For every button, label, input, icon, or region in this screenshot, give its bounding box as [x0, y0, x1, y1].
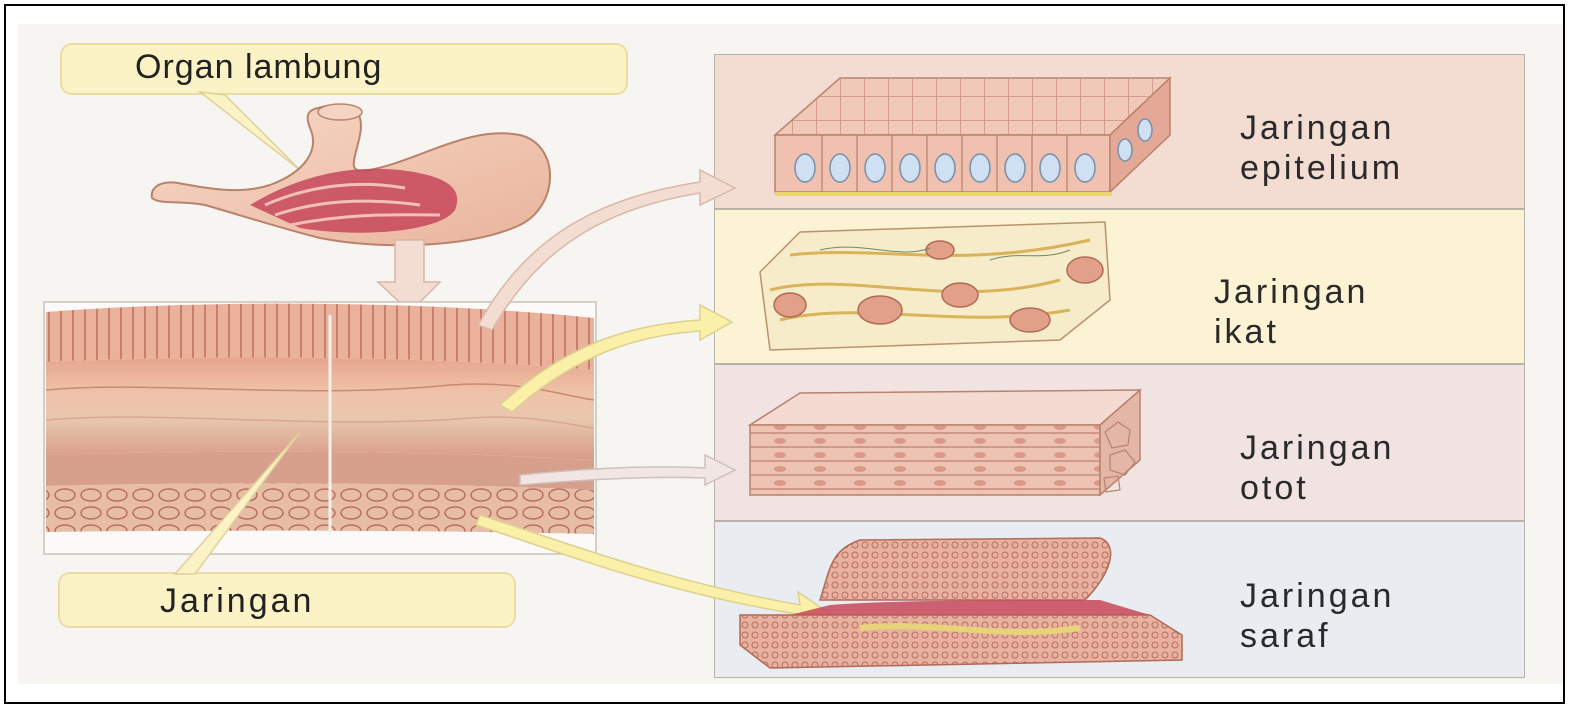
label-epitelium-line1: Jaringan [1240, 108, 1403, 148]
stomach-illustration [152, 104, 550, 245]
label-epitelium: Jaringan epitelium [1240, 108, 1403, 188]
label-epitelium-line2: epitelium [1240, 148, 1403, 188]
down-arrow [378, 240, 440, 312]
label-otot: Jaringan otot [1240, 428, 1394, 508]
arrow-to-saraf [476, 515, 830, 625]
label-saraf-line2: saraf [1240, 616, 1394, 656]
label-ikat: Jaringan ikat [1214, 272, 1368, 352]
ikat-illustration [760, 222, 1110, 350]
label-otot-line1: Jaringan [1240, 428, 1394, 468]
label-ikat-line2: ikat [1214, 312, 1368, 352]
label-ikat-line1: Jaringan [1214, 272, 1368, 312]
label-saraf-line1: Jaringan [1240, 576, 1394, 616]
organ-pointer [200, 92, 300, 170]
label-saraf: Jaringan saraf [1240, 576, 1394, 656]
tissue-cross-section [44, 302, 596, 554]
epitelium-illustration [775, 78, 1170, 194]
otot-illustration [750, 390, 1140, 495]
label-otot-line2: otot [1240, 468, 1394, 508]
